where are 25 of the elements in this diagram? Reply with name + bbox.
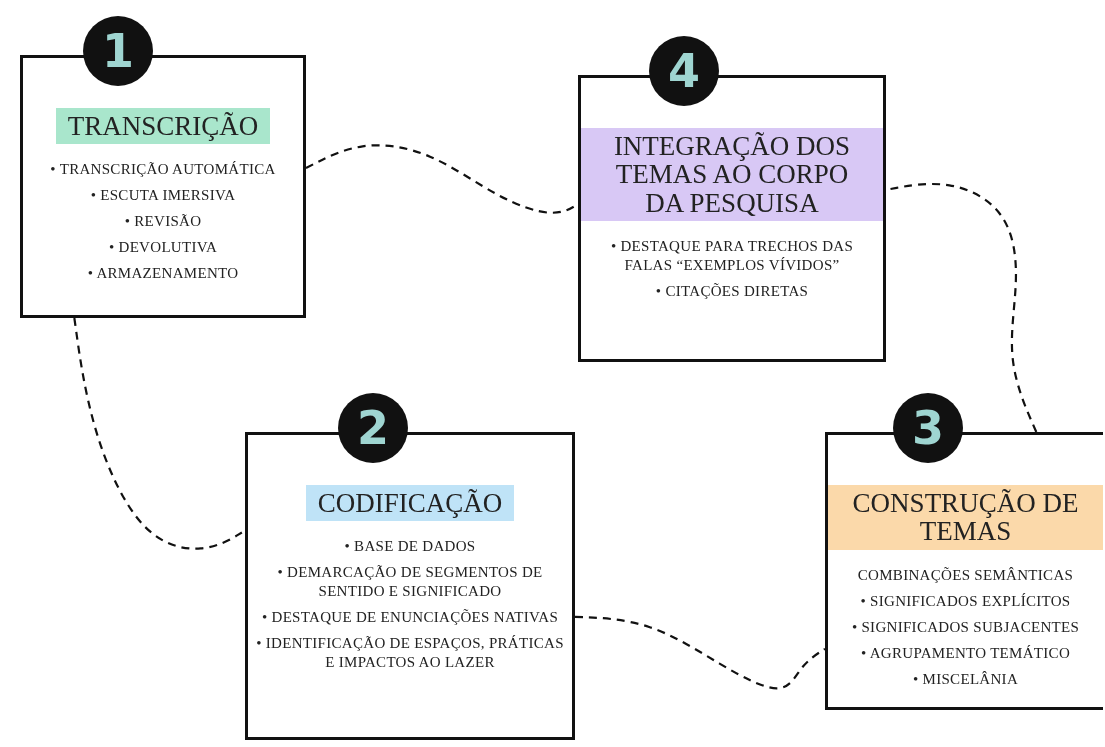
bullet-item: • ESCUTA IMERSIVA	[90, 186, 236, 206]
heading: CONSTRUÇÃO DE TEMAS	[828, 485, 1103, 550]
step-number: 3	[893, 393, 963, 463]
step-number: 1	[83, 16, 153, 86]
bullet-item: • DESTAQUE PARA TRECHOS DAS FALAS “EXEMPLOS VÍVIDOS”	[609, 237, 855, 276]
heading: INTEGRAÇÃO DOS TEMAS AO CORPO DA PESQUISA	[581, 128, 883, 222]
step-number: 2	[338, 393, 408, 463]
bullet-item: • DESTAQUE DE ENUNCIAÇÕES NATIVAS	[261, 608, 559, 628]
bullet-item: • IDENTIFICAÇÃO DE ESPAÇOS, PRÁTICAS E IMPACTOS AO LAZER	[256, 634, 564, 673]
bullet-item: • SIGNIFICADOS EXPLÍCITOS	[860, 591, 1071, 611]
bullet-item: • REVISÃO	[124, 212, 202, 232]
step-number: 4	[649, 36, 719, 106]
dashed-connector	[574, 615, 826, 690]
bullet-item: • BASE DE DADOS	[344, 537, 476, 557]
bullet-item: • DEVOLUTIVA	[108, 238, 218, 258]
bullet-item: • DEMARCAÇÃO DE SEGMENTOS DE SENTIDO E SIGNIFICADO	[276, 563, 544, 602]
bullet-item: • TRANSCRIÇÃO AUTOMÁTICA	[50, 160, 276, 180]
heading: CODIFICAÇÃO	[305, 485, 515, 522]
bullet-item: • SIGNIFICADOS SUBJACENTES	[851, 617, 1080, 637]
bullet-item: • MISCELÂNIA	[912, 669, 1019, 689]
bullet-item: • AGRUPAMENTO TEMÁTICO	[860, 643, 1071, 663]
bullet-item: • CITAÇÕES DIRETAS	[655, 282, 809, 302]
bullet-item: COMBINAÇÕES SEMÂNTICAS	[857, 565, 1074, 585]
heading: TRANSCRIÇÃO	[55, 108, 271, 145]
bullet-item: • ARMAZENAMENTO	[87, 264, 239, 284]
